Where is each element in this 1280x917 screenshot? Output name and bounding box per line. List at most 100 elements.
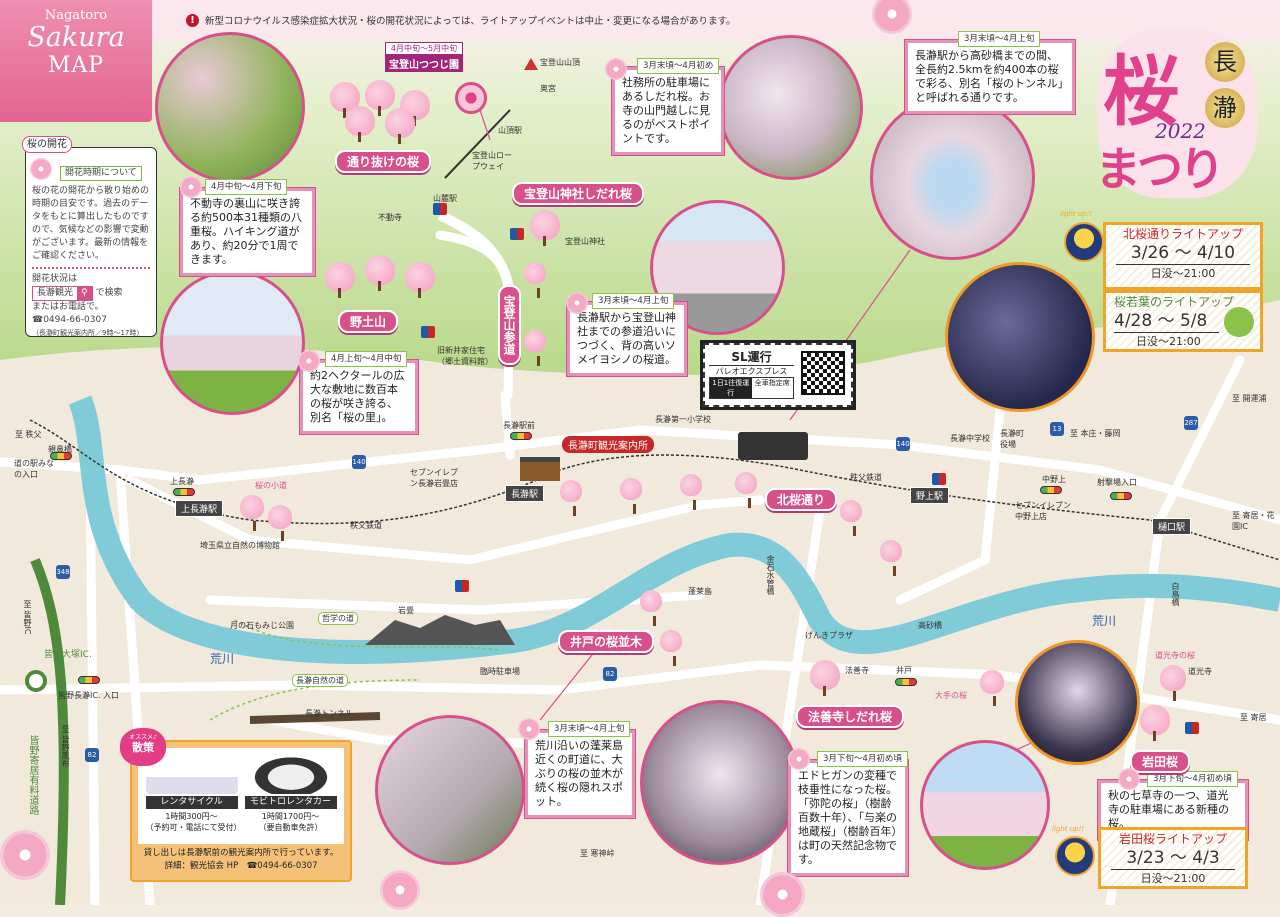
qr-code-icon[interactable] xyxy=(801,351,845,395)
label-to-chichibu: 至 秩父 xyxy=(15,430,42,439)
sakura-tree-icon xyxy=(530,210,560,246)
restroom-icon xyxy=(1185,722,1199,734)
restroom-icon xyxy=(421,326,435,338)
label-to-yorii: 至 寄居 xyxy=(1240,713,1267,722)
spot-jinja-shidare[interactable]: 宝登山神社しだれ桜 xyxy=(512,182,645,205)
label-to-minano-fuppu: 至 皆野風布 xyxy=(61,725,70,768)
sakura-tree-icon xyxy=(268,505,292,541)
label-ropeway: 宝登山ロープウェイ xyxy=(472,151,512,171)
photo-ido xyxy=(375,715,525,865)
panel-body: 桜の花の開花から散り始めの時期の目安です。過去のデータをもとに算出したものですの… xyxy=(32,186,150,261)
label-seven-eleven-1: セブンイレブン長瀞岩畳店 xyxy=(410,468,458,488)
label-michinoeki: 道の駅みなの入口 xyxy=(14,459,54,479)
panel-subtitle: 開花時期について xyxy=(60,166,142,181)
blossom-icon xyxy=(872,0,912,34)
blossom-icon xyxy=(298,350,320,372)
sakura-tree-icon xyxy=(620,478,642,514)
info-jinja-shidare: 3月末頃〜4月初め 社務所の駐車場にあるしだれ桜。お寺の山門越しに見るのがベスト… xyxy=(611,58,725,156)
tourist-office-label[interactable]: 長瀞町観光案内所 xyxy=(562,436,654,453)
label-hodosan-jinja: 宝登山神社 xyxy=(565,237,605,246)
label-minano-ic: 皆野大塚IC. xyxy=(44,650,92,660)
search-box[interactable]: 長瀞観光⚲ xyxy=(32,286,93,301)
lightup-dates: 3/23 〜 4/3 xyxy=(1111,847,1235,870)
label-tetsugaku: 哲学の道 xyxy=(318,612,358,625)
label-doukouji: 道光寺 xyxy=(1188,667,1212,676)
station-nagatoro[interactable]: 長瀞駅 xyxy=(505,485,545,502)
sakura-tree-icon xyxy=(365,255,395,291)
label-chichibu-rail-2: 秩父鉄道 xyxy=(850,473,882,482)
summit-icon xyxy=(524,58,538,70)
spot-iwata[interactable]: 岩田桜 xyxy=(1130,750,1191,773)
title-line-1: Nagatoro xyxy=(44,8,108,23)
label-kyu-arai: 旧新井家住宅（郷土資料館） xyxy=(437,346,493,366)
title-line-2: Sakura xyxy=(27,22,125,53)
station-kami-nagatoro[interactable]: 上長瀞駅 xyxy=(175,500,224,517)
steam-train-icon xyxy=(738,432,808,460)
sakura-tree-icon xyxy=(405,262,435,298)
phone-number[interactable]: ☎0494-66-0307 xyxy=(32,315,107,325)
search-icon[interactable]: ⚲ xyxy=(77,287,92,300)
rental-car[interactable]: モビトロレンタカー 1時間1700円〜 （要自動車免許） xyxy=(244,752,337,840)
blossom-icon xyxy=(380,870,420,910)
blossom-icon xyxy=(566,292,588,314)
spot-sando[interactable]: 宝登山参道 xyxy=(498,285,521,365)
description: 社務所の駐車場にあるしだれ桜。お寺の山門越しに見るのがベストポイントです。 xyxy=(622,76,711,145)
label-toll-road: 皆野寄居有料道路 xyxy=(27,735,38,815)
lightup-dates: 3/26 〜 4/10 xyxy=(1116,242,1250,265)
spot-hozenji[interactable]: 法善寺しだれ桜 xyxy=(796,705,905,728)
sakura-tree-icon xyxy=(680,474,702,510)
label-minano-nagatoro-ic: 皆野長瀞IC. 入口 xyxy=(58,691,120,700)
lightup-badge: light up!! xyxy=(1052,825,1085,833)
sando-path xyxy=(437,210,515,301)
description: 約2ヘクタールの広大な敷地に数百本の桜が咲き誇る、別名「桜の里」。 xyxy=(310,369,405,424)
phone-note: （長瀞町観光案内所／9時〜17時） xyxy=(32,329,144,337)
spot-kitazakura[interactable]: 北桜通り xyxy=(765,488,838,511)
photo-kitazakura-night xyxy=(945,262,1095,412)
lightup-title: 岩田桜ライトアップ xyxy=(1118,832,1227,846)
station-nogami[interactable]: 野上駅 xyxy=(910,487,950,504)
tourist-office-building-icon xyxy=(520,457,560,481)
label-kami-nagatoro: 上長瀞 xyxy=(170,477,194,486)
sakura-tree-icon xyxy=(524,262,546,298)
minano-ic-marker xyxy=(25,670,47,692)
label-nagatoro-jhs: 長瀞中学校 xyxy=(950,434,990,443)
arakawa-river xyxy=(68,395,1280,664)
info-hozenji: 3月下旬〜4月初め頃 エドヒガンの変種で枝垂性になった桜。「弥陀の桜」（樹齢百数… xyxy=(787,751,909,877)
lightup-hours: 日没〜21:00 xyxy=(1150,267,1216,280)
sakura-tree-icon xyxy=(345,106,375,142)
description: 長瀞駅から高砂橋までの間、全長約2.5kmを約400本の桜で彩る、別名「桜のトン… xyxy=(915,49,1064,104)
period: 3月末頃〜4月初め xyxy=(637,58,720,74)
station-higuchi[interactable]: 樋口駅 xyxy=(1152,518,1192,535)
label-nagatoro-ekimae: 長瀞駅前 xyxy=(503,421,535,430)
blossom-icon xyxy=(30,158,52,180)
sl-title: SL運行 xyxy=(731,350,772,364)
notice-text: 新型コロナウイルス感染症拡大状況・桜の開花状況によっては、ライトアップイベントは… xyxy=(205,16,736,27)
period: 3月下旬〜4月初め頃 xyxy=(817,751,908,767)
spot-ido[interactable]: 井戸の桜並木 xyxy=(558,630,655,653)
spot-toorinuke[interactable]: 通り抜けの桜 xyxy=(335,150,432,173)
lightbulb-icon xyxy=(1055,836,1095,876)
label-to-kanjintoge: 至 寒神峠 xyxy=(580,849,615,858)
label-shagekijo: 射撃場入口 xyxy=(1097,478,1137,487)
label-to-kaizawa: 至 開運浦 xyxy=(1232,394,1267,403)
sl-name: パレオエクスプレス xyxy=(709,365,794,377)
photo-hozenji xyxy=(640,700,800,865)
recommend-badge: オススメ♪散策 xyxy=(120,728,166,766)
tsutsuji-label[interactable]: 4月中旬〜5月中旬 宝登山つつじ園 xyxy=(385,42,463,72)
photo-notsuchiyama xyxy=(160,270,305,415)
tetsugaku-trail xyxy=(234,619,501,651)
divider xyxy=(32,267,150,269)
rental-cycle[interactable]: レンタサイクル 1時間300円〜 （予約可・電話にて受付） xyxy=(145,752,242,840)
label-sakura-komichi: 桜の小道 xyxy=(255,481,287,490)
bloom-info-panel: 桜の開花 開花時期について 桜の花の開花から散り始めの時期の目安です。過去のデー… xyxy=(22,136,157,337)
traffic-signal-icon xyxy=(1040,486,1062,494)
label-to-honjo: 至 本庄・藤岡 xyxy=(1070,429,1121,438)
label-sancho-station: 山頂駅 xyxy=(498,126,522,135)
label-genki-plaza: げんきプラザ xyxy=(805,631,853,640)
label-to-minano-ic: 至 皆野IC xyxy=(23,600,32,635)
period: 4月上旬〜4月中旬 xyxy=(325,351,408,367)
route-287: 287 xyxy=(1184,416,1198,430)
search-text: 長瀞観光 xyxy=(37,288,74,298)
traffic-signal-icon xyxy=(50,452,72,460)
spot-notsuchiyama[interactable]: 野土山 xyxy=(338,310,399,333)
